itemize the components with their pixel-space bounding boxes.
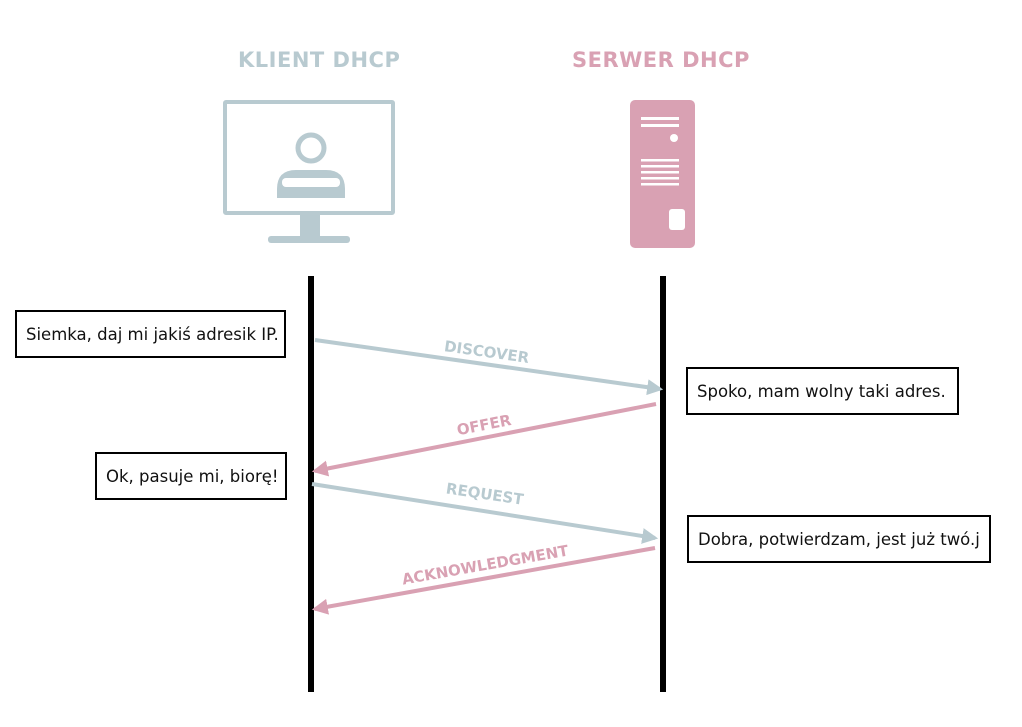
discover-arrow [314,338,664,396]
server-message-acknowledgment: Dobra, potwierdzam, jest już twó.j [687,515,991,563]
computer-monitor-user-icon [223,100,395,243]
request-arrow [311,482,659,544]
server-heading: SERWER DHCP [572,48,750,72]
client-message-request: Ok, pasuje mi, biorę! [95,452,287,500]
request-label: REQUEST [445,479,526,508]
offer-arrow [311,402,657,477]
acknowledgment-arrow [311,546,656,615]
server-tower-icon [630,100,695,248]
client-heading: KLIENT DHCP [238,48,401,72]
acknowledgment-label: ACKNOWLEDGMENT [401,541,571,588]
client-message-discover: Siemka, daj mi jakiś adresik IP. [15,310,286,358]
server-message-offer: Spoko, mam wolny taki adres. [686,367,959,415]
